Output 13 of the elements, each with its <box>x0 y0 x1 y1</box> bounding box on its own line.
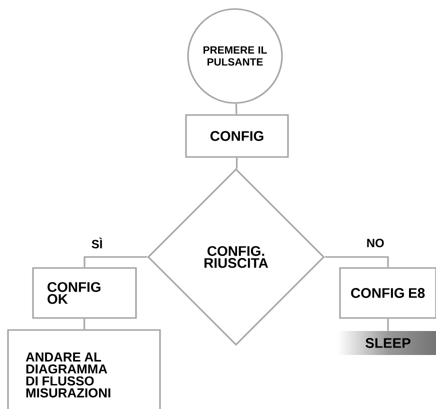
process-box: CONFIG OK <box>32 267 137 319</box>
connector-line <box>387 318 389 331</box>
edge-label: NO <box>365 238 386 248</box>
edge-label: SÌ <box>90 236 104 250</box>
process-box: ANDARE AL DIAGRAMMA DI FLUSSO MISURAZIONI <box>7 329 161 409</box>
connector-line <box>83 318 86 330</box>
process-box: CONFIG <box>185 114 289 158</box>
connector-line <box>84 256 148 268</box>
status-bar: SLEEP <box>338 331 436 355</box>
connector-line <box>324 256 389 268</box>
process-box: CONFIG E8 <box>339 267 436 319</box>
connector-line <box>236 158 238 169</box>
connector-line <box>235 104 238 114</box>
